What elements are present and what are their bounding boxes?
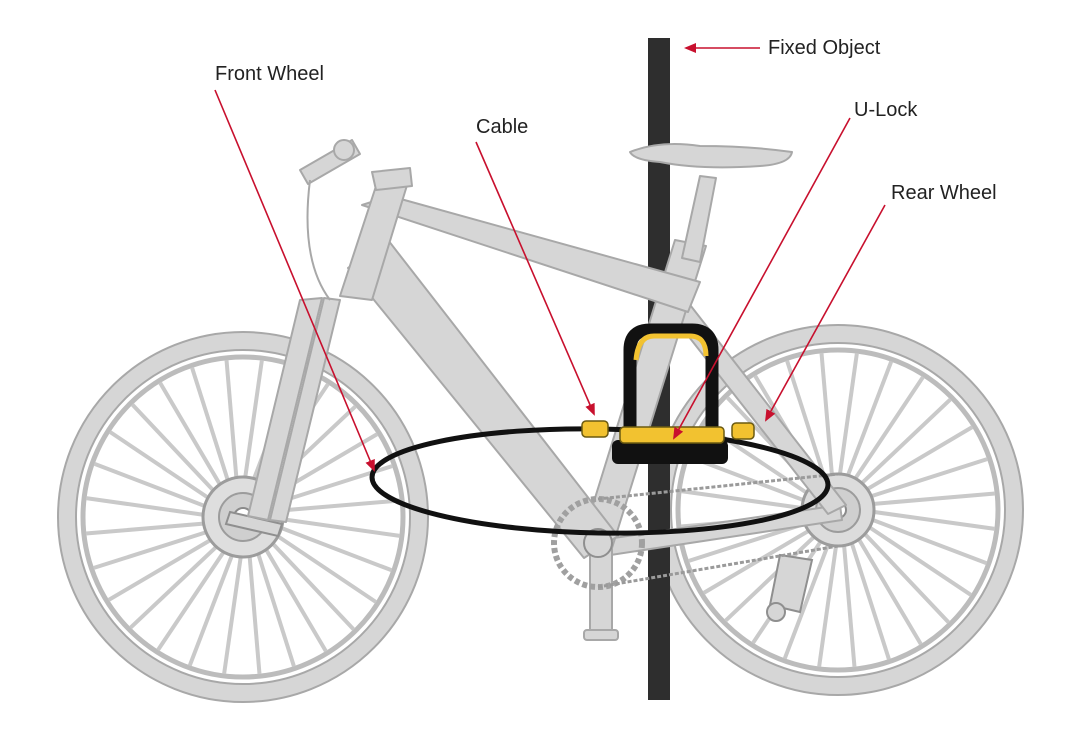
down-tube	[347, 239, 619, 559]
seat-post	[681, 175, 717, 263]
front-spoke	[108, 430, 223, 509]
front-spoke	[265, 520, 393, 573]
front-spoke	[85, 520, 220, 536]
front-wheel-spokes	[85, 359, 401, 675]
rear-spoke	[850, 397, 952, 495]
rear-spoke	[849, 526, 923, 646]
cable-arrow	[475, 141, 595, 416]
saddle	[629, 143, 793, 169]
rear-spoke	[819, 352, 836, 489]
front-wheel-arrow	[214, 89, 375, 472]
chain	[597, 472, 839, 589]
rear-spoke	[724, 525, 826, 623]
rear-spoke	[782, 530, 835, 660]
u-lock	[612, 323, 728, 464]
front-spoke	[187, 539, 240, 667]
rear-spoke	[857, 457, 989, 503]
rear-spoke	[836, 352, 859, 489]
cable-end-left	[581, 420, 609, 438]
rear-spoke	[817, 531, 840, 668]
front-spoke	[251, 537, 296, 668]
front-spoke	[107, 530, 226, 602]
front-spoke	[224, 359, 240, 494]
front-spoke	[260, 530, 356, 631]
rear-spoke	[845, 529, 891, 661]
rear-spoke	[680, 489, 817, 512]
rear-spoke	[856, 517, 973, 597]
stem	[371, 167, 413, 191]
fixed-object-label: Fixed Object	[768, 37, 881, 59]
rear-derailleur	[768, 553, 814, 614]
rear-spoke	[854, 425, 974, 499]
front-spoke	[222, 540, 245, 675]
rear-wheel-label: Rear Wheel	[891, 182, 997, 204]
front-spoke	[129, 534, 230, 630]
front-spoke	[266, 515, 401, 538]
rear-spoke	[702, 521, 822, 595]
front-wheel-label: Front Wheel	[215, 63, 324, 85]
front-spoke	[130, 403, 226, 504]
cable-label: Cable	[476, 116, 529, 138]
rear-spoke	[859, 491, 996, 508]
rear-spoke	[785, 359, 831, 491]
front-spoke	[256, 534, 328, 653]
brake-cable	[306, 179, 331, 301]
u-lock-crossbar	[612, 440, 728, 464]
cable-end-right	[731, 422, 755, 440]
chainring	[551, 496, 645, 590]
front-spoke	[190, 366, 235, 497]
rear-spoke	[858, 513, 988, 566]
front-spoke	[92, 525, 223, 570]
front-wheel	[57, 331, 429, 703]
rear-spoke	[845, 375, 925, 492]
front-spoke	[246, 540, 262, 675]
front-fork	[247, 297, 323, 521]
front-spoke	[263, 525, 378, 604]
front-spoke	[156, 537, 235, 652]
front-spoke	[85, 496, 220, 519]
front-spoke	[158, 381, 230, 500]
front-spoke	[93, 461, 221, 514]
rear-spoke	[840, 531, 857, 668]
u-lock-arrow	[673, 117, 851, 440]
rear-spoke	[841, 360, 894, 490]
rear-spoke	[853, 522, 951, 624]
rear-spoke	[859, 508, 996, 531]
rear-spoke	[688, 454, 818, 507]
u-lock-label: U-Lock	[854, 99, 918, 121]
rear-wheel-arrow	[765, 204, 886, 422]
front-spoke	[241, 359, 264, 494]
